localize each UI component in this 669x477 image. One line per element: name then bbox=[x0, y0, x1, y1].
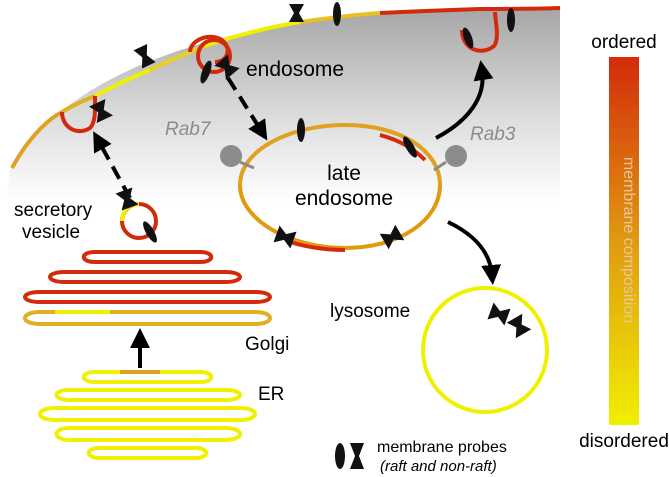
probe-bowtie bbox=[379, 224, 405, 250]
legend-ellipse-icon bbox=[335, 443, 345, 469]
membrane-composition-colorbar: ordered membrane composition disordered bbox=[579, 32, 669, 452]
colorbar-bottom-label: disordered bbox=[579, 431, 669, 452]
probe-legend: membrane probes (raft and non-raft) bbox=[335, 439, 507, 475]
golgi-stack bbox=[23, 250, 272, 326]
trafficking-arrows bbox=[93, 60, 502, 368]
label-secretory-2: vesicle bbox=[22, 222, 80, 243]
legend-probes-title: membrane probes bbox=[377, 439, 507, 456]
colorbar-axis-label: membrane composition bbox=[620, 157, 637, 323]
probe-bowtie bbox=[115, 187, 139, 211]
probe-bowtie bbox=[487, 302, 511, 326]
probe-bowtie bbox=[133, 43, 156, 69]
colorbar-top-label: ordered bbox=[591, 32, 657, 53]
label-rab7: Rab7 bbox=[165, 119, 212, 140]
probe-ellipse bbox=[403, 136, 417, 158]
label-er: ER bbox=[258, 384, 284, 405]
label-secretory-1: secretory bbox=[14, 200, 93, 221]
membrane-probes bbox=[89, 2, 532, 339]
cell-interior-shade bbox=[0, 8, 560, 250]
label-golgi: Golgi bbox=[245, 334, 289, 355]
label-rab3: Rab3 bbox=[470, 124, 516, 145]
label-late-endosome-2: endosome bbox=[295, 187, 393, 210]
arrow-late-to-lysosome bbox=[447, 220, 502, 285]
endoplasmic-reticulum bbox=[38, 370, 257, 460]
arrow-vesicle-to-membrane bbox=[93, 131, 132, 199]
rab3-protein bbox=[433, 145, 467, 172]
legend-probes-subtitle: (raft and non-raft) bbox=[380, 458, 497, 475]
label-endosome: endosome bbox=[246, 58, 344, 81]
probe-bowtie bbox=[506, 313, 532, 339]
colorbar-gradient bbox=[609, 57, 639, 425]
endosome-bud bbox=[196, 38, 232, 74]
probe-ellipse bbox=[462, 27, 474, 49]
probe-ellipse bbox=[507, 8, 515, 32]
probe-ellipse bbox=[200, 60, 212, 84]
arrow-endosome-to-late bbox=[226, 76, 268, 141]
label-lysosome: lysosome bbox=[330, 301, 410, 322]
probe-bowtie bbox=[289, 4, 304, 22]
label-late-endosome-1: late bbox=[327, 162, 361, 185]
probe-ellipse bbox=[333, 2, 341, 26]
legend-bowtie-icon bbox=[350, 443, 364, 469]
rab7-protein bbox=[220, 145, 255, 170]
probe-bowtie bbox=[214, 54, 240, 80]
probe-ellipse bbox=[297, 118, 305, 142]
lysosome-membrane bbox=[421, 286, 549, 414]
arrow-late-to-membrane bbox=[435, 60, 494, 140]
probe-bowtie bbox=[273, 225, 297, 249]
probe-ellipse bbox=[143, 221, 157, 243]
probe-bowtie bbox=[89, 99, 113, 123]
